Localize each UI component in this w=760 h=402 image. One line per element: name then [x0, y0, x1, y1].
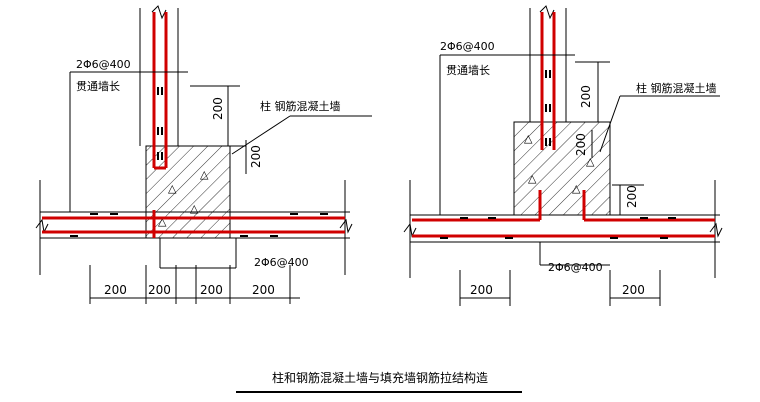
left-vertical-wall	[139, 5, 179, 146]
svg-text:△: △	[524, 132, 533, 145]
right-through-wall-label: 贯通墙长	[446, 63, 490, 77]
right-dim-vertical-1: 200	[579, 85, 593, 108]
left-dim-vertical-1: 200	[211, 97, 225, 120]
svg-text:△: △	[572, 182, 581, 195]
svg-text:△: △	[158, 215, 167, 228]
right-vertical-wall	[529, 5, 567, 122]
right-dim-h2: 200	[622, 283, 645, 297]
svg-text:△: △	[200, 168, 209, 181]
left-dim-h3: 200	[200, 283, 223, 297]
right-dim-vertical-3: 200	[625, 185, 639, 208]
left-column: △ △ △ △	[145, 145, 231, 239]
svg-text:△: △	[586, 155, 595, 168]
left-dim-h1: 200	[104, 283, 127, 297]
left-rebars	[42, 12, 345, 238]
caption-block: 柱和钢筋混凝土墙与填充墙钢筋拉结构造	[236, 370, 522, 393]
left-dim-h2: 200	[148, 283, 171, 297]
right-rebar-note-top: 2Φ6@400	[440, 40, 495, 53]
left-rebar-note-bottom: 2Φ6@400	[254, 256, 309, 269]
svg-text:△: △	[190, 202, 199, 215]
right-ties	[440, 70, 676, 239]
right-detail: △ △ △ △	[403, 5, 723, 306]
left-through-wall-label: 贯通墙长	[76, 79, 120, 93]
svg-text:△: △	[168, 182, 177, 195]
left-ties	[70, 87, 328, 237]
right-column-label: 柱 钢筋混凝土墙	[636, 81, 717, 95]
left-detail: △ △ △ △	[35, 5, 372, 304]
right-dim-vertical-2: 200	[574, 133, 588, 156]
left-dim-h4: 200	[252, 283, 275, 297]
right-dim-h1: 200	[470, 283, 493, 297]
figure-caption: 柱和钢筋混凝土墙与填充墙钢筋拉结构造	[272, 370, 488, 385]
left-dim-vertical-2: 200	[249, 145, 263, 168]
right-column: △ △ △ △	[513, 121, 611, 216]
left-dimension-lines	[69, 71, 372, 304]
right-rebar-note-bottom: 2Φ6@400	[548, 261, 603, 274]
right-rebars	[412, 12, 715, 238]
left-column-label: 柱 钢筋混凝土墙	[260, 99, 341, 113]
svg-text:△: △	[528, 172, 537, 185]
left-rebar-note-top: 2Φ6@400	[76, 58, 131, 71]
right-dimension-lines	[439, 54, 720, 306]
